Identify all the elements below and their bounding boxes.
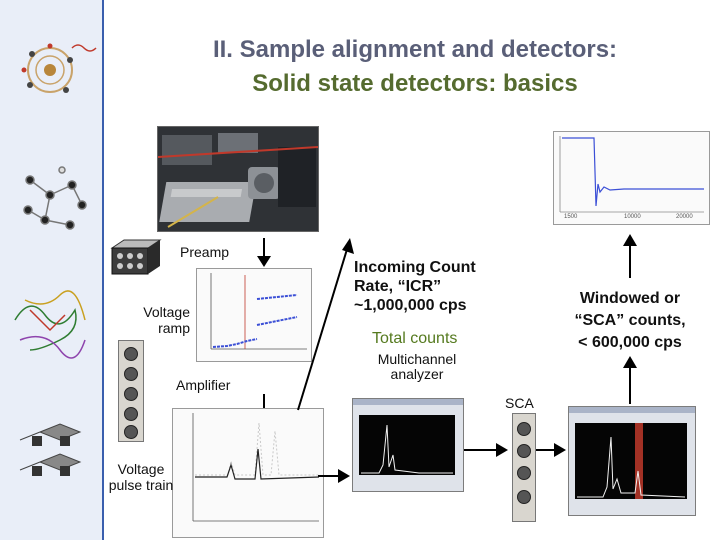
- detector-photo: [157, 126, 319, 232]
- amp-knob-5: [124, 425, 138, 439]
- scope-tick-2: 10000: [624, 214, 641, 220]
- total-counts-label: Total counts: [372, 330, 458, 347]
- pulse-train-plot: [172, 408, 324, 538]
- scope-tick-3: 20000: [676, 214, 693, 220]
- amp-knob-1: [124, 347, 138, 361]
- pulse-train-label: Voltage pulse train: [108, 461, 174, 493]
- windowed-counts-label: Windowed or “SCA” counts, < 600,000 cps: [574, 290, 686, 351]
- arrow-right-to-window: [536, 443, 566, 457]
- protein-icon: [14, 290, 86, 359]
- molecule-icon: [23, 166, 87, 230]
- windowed-spectrum-window: [568, 406, 696, 516]
- windowed-window-titlebar: [569, 407, 695, 413]
- mca-window-titlebar: [353, 399, 463, 405]
- atom-icon: [21, 43, 97, 93]
- sca-knob-2: [517, 444, 531, 458]
- scope-trace-plot: 1500 10000 20000: [553, 131, 710, 225]
- pulse-train-graphic: [192, 413, 320, 522]
- windowed-spectrum: [575, 423, 687, 499]
- sca-knob-4: [517, 490, 531, 504]
- sidebar-graphics: [14, 43, 97, 476]
- arrow-right-to-mca: [318, 469, 350, 483]
- scope-tick-1: 1500: [564, 214, 578, 220]
- mca-spectrum: [359, 415, 455, 475]
- amp-knob-4: [124, 407, 138, 421]
- arrow-up-to-scope: [623, 234, 637, 278]
- amp-knob-3: [124, 387, 138, 401]
- sca-label: SCA: [505, 395, 534, 411]
- voltage-ramp-plot: [196, 268, 312, 362]
- preamp-box: [110, 238, 162, 276]
- arrow-diagonal-up: [297, 238, 354, 411]
- preamp-graphic: [110, 239, 162, 275]
- lattice-icon: [19, 423, 82, 476]
- slide-title-line2: Solid state detectors: basics: [252, 70, 578, 97]
- amp-knob-2: [124, 367, 138, 381]
- voltage-ramp-label: Voltage ramp: [143, 304, 190, 336]
- sca-knob-1: [517, 422, 531, 436]
- sidebar: [0, 0, 104, 540]
- amplifier-label: Amplifier: [176, 377, 231, 393]
- windowed-spectrum-graphic: [577, 423, 686, 499]
- scope-trace-graphic: [559, 136, 704, 213]
- mca-window: [352, 398, 464, 492]
- sca-module: [512, 413, 536, 522]
- icr-label: Incoming Count Rate, “ICR” ~1,000,000 cp…: [354, 259, 476, 314]
- detector-photo-graphic: [158, 127, 318, 231]
- arrow-right-to-sca: [464, 443, 508, 457]
- mca-spectrum-graphic: [361, 424, 453, 474]
- mca-label: Multichannel analyzer: [377, 351, 457, 382]
- arrow-down-to-ramp: [257, 238, 271, 267]
- amplifier-module: [118, 340, 144, 442]
- slide-title-line1: II. Sample alignment and detectors:: [212, 36, 618, 63]
- arrow-up-to-label: [623, 356, 637, 404]
- preamp-label: Preamp: [180, 244, 230, 260]
- sca-knob-3: [517, 466, 531, 480]
- voltage-ramp-graphic: [210, 273, 307, 350]
